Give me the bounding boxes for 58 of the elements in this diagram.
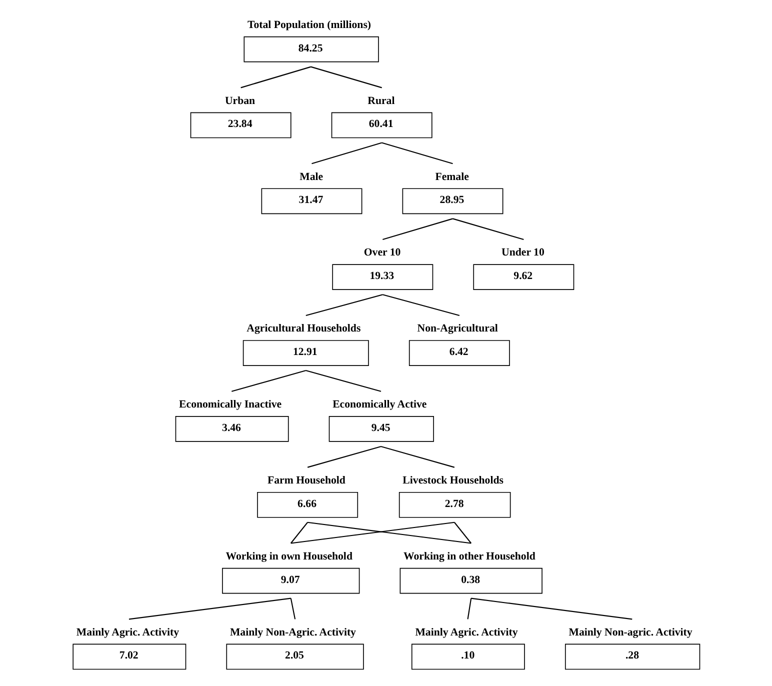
node-box: 9.07 — [222, 568, 360, 594]
node-label: Economically Inactive — [179, 398, 282, 411]
node-box: 12.91 — [242, 340, 369, 366]
connector — [310, 66, 382, 88]
node-label: Female — [435, 170, 469, 183]
node-box: 9.62 — [473, 264, 574, 290]
node-box: 6.66 — [257, 492, 358, 518]
node-box: 0.38 — [400, 568, 542, 594]
node-label: Under 10 — [502, 246, 544, 259]
connector — [308, 522, 472, 544]
node-box: 7.02 — [72, 644, 186, 670]
node-box: 23.84 — [190, 112, 292, 138]
node-label: Mainly Agric. Activity — [76, 626, 179, 638]
connector — [382, 218, 453, 240]
connector — [380, 446, 455, 468]
node-box: .28 — [564, 644, 700, 670]
node-box: 31.47 — [261, 188, 362, 214]
connector — [306, 294, 383, 316]
connector — [290, 522, 308, 544]
node-label: Urban — [224, 94, 256, 107]
node-label: Rural — [368, 94, 395, 107]
node-label: Economically Active — [332, 398, 427, 411]
connector — [307, 446, 382, 468]
node-label: Non-Agricultural — [417, 322, 498, 335]
node-box: 60.41 — [331, 112, 432, 138]
node-box: 9.45 — [328, 416, 434, 442]
node-label: Livestock Households — [402, 474, 504, 487]
node-label: Over 10 — [364, 246, 401, 259]
node-box: 19.33 — [332, 264, 434, 290]
node-box: 2.05 — [226, 644, 364, 670]
node-label: Male — [300, 170, 324, 183]
node-label: Mainly Agric. Activity — [415, 626, 518, 638]
node-label: Mainly Non-agric. Activity — [568, 626, 692, 638]
connector — [382, 142, 453, 164]
connector — [240, 66, 312, 88]
connector — [128, 598, 291, 620]
node-box: 2.78 — [398, 492, 511, 518]
node-label: Agricultural Households — [246, 322, 361, 335]
node-box: 84.25 — [244, 36, 379, 62]
node-box: 28.95 — [402, 188, 504, 214]
node-label: Working in other Household — [404, 550, 536, 562]
node-label: Total Population (millions) — [247, 18, 372, 31]
connector — [382, 294, 460, 316]
connector — [452, 218, 524, 240]
connector — [290, 522, 454, 544]
connector — [306, 370, 382, 392]
connector — [312, 142, 382, 164]
connector — [471, 598, 632, 620]
node-box: 3.46 — [175, 416, 289, 442]
node-label: Working in own Household — [226, 550, 352, 562]
connector — [231, 370, 306, 392]
connector — [454, 522, 472, 544]
connector — [290, 598, 296, 620]
node-box: 6.42 — [408, 340, 510, 366]
connector — [467, 598, 472, 620]
node-label: Mainly Non-Agric. Activity — [230, 626, 356, 638]
node-box: .10 — [411, 644, 525, 670]
node-label: Farm Household — [268, 474, 346, 487]
